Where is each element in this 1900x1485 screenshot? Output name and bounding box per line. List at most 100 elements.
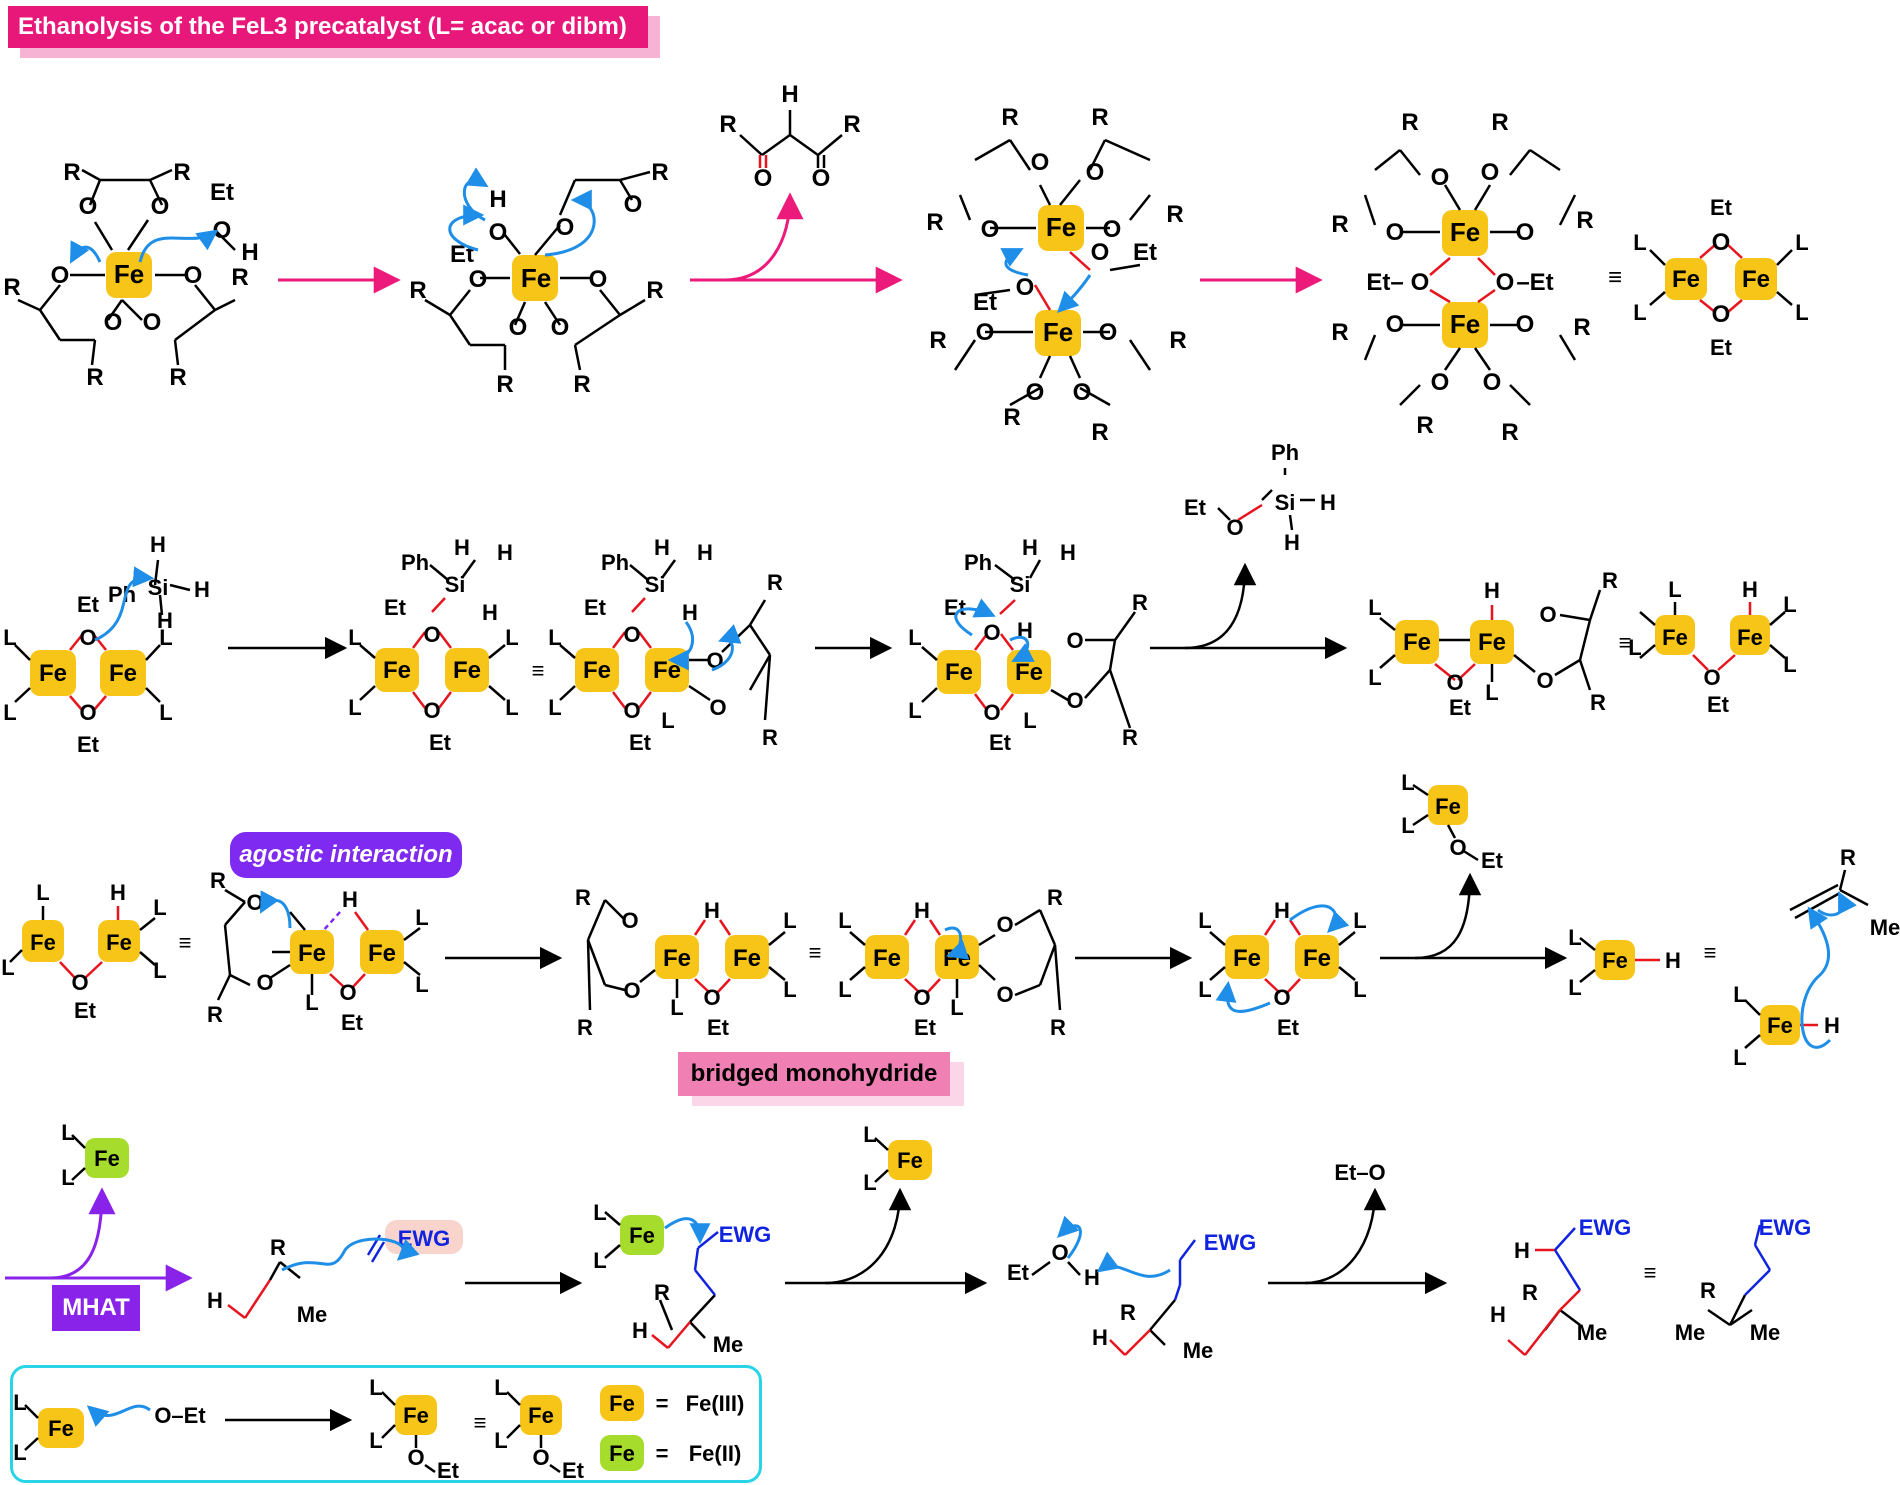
svg-text:H: H: [454, 535, 470, 560]
row3-bridged-hydride-b: Fe Fe H O Et L L L O O R R: [838, 885, 1066, 1040]
legend-fe2-swatch: [600, 1435, 644, 1471]
svg-text:L: L: [1783, 592, 1796, 617]
svg-text:Et: Et: [77, 732, 100, 757]
svg-text:R: R: [1522, 1280, 1538, 1305]
svg-text:H: H: [1320, 490, 1336, 515]
svg-text:O: O: [407, 1445, 424, 1470]
svg-text:H: H: [1274, 898, 1290, 923]
row1-bridged-dimer: Fe Fe O O Et– –Et O O O O O O O O R R R …: [1331, 109, 1593, 446]
svg-text:O: O: [913, 985, 930, 1010]
svg-text:O: O: [1016, 274, 1035, 301]
svg-text:H: H: [482, 600, 498, 625]
svg-text:L: L: [153, 958, 166, 983]
row3-bridged-hydride-a: Fe Fe H O Et L O O R R L L: [575, 885, 797, 1040]
svg-text:–Et: –Et: [1516, 269, 1553, 296]
page-title: Ethanolysis of the FeL3 precatalyst (L= …: [18, 13, 627, 40]
svg-text:L: L: [1668, 577, 1681, 602]
svg-text:L: L: [548, 695, 561, 720]
svg-text:Fe: Fe: [109, 660, 137, 687]
svg-text:R: R: [496, 371, 513, 398]
svg-text:Me: Me: [713, 1332, 744, 1357]
svg-text:O: O: [532, 1445, 549, 1470]
fe3-highlight: [512, 255, 558, 301]
svg-text:Ph: Ph: [601, 550, 629, 575]
svg-text:R: R: [1416, 412, 1433, 439]
svg-text:R: R: [1491, 109, 1508, 136]
svg-text:L: L: [369, 1375, 382, 1400]
svg-text:H: H: [914, 898, 930, 923]
svg-text:Et: Et: [914, 1015, 937, 1040]
svg-text:H: H: [682, 600, 698, 625]
svg-text:L: L: [783, 908, 796, 933]
svg-text:H: H: [110, 880, 126, 905]
svg-text:Fe: Fe: [1450, 217, 1480, 247]
row1-ethoxy-dimer: Fe Fe O Et O Et O O O O O O O O R R R R …: [926, 104, 1186, 446]
svg-text:L: L: [1198, 977, 1211, 1002]
svg-text:Fe: Fe: [873, 945, 901, 972]
svg-text:Et: Et: [77, 592, 100, 617]
svg-text:Fe: Fe: [1403, 629, 1431, 656]
svg-text:L: L: [908, 698, 921, 723]
svg-text:Fe: Fe: [663, 945, 691, 972]
svg-text:L: L: [505, 625, 518, 650]
svg-text:L: L: [494, 1375, 507, 1400]
svg-text:O: O: [1086, 159, 1105, 186]
svg-text:Fe: Fe: [897, 1148, 923, 1173]
svg-text:R: R: [210, 868, 226, 893]
svg-text:R: R: [1050, 1015, 1066, 1040]
svg-text:O: O: [71, 970, 88, 995]
svg-text:L: L: [1353, 977, 1366, 1002]
svg-text:H: H: [1092, 1325, 1108, 1350]
svg-text:Ph: Ph: [401, 550, 429, 575]
svg-text:EWG: EWG: [1204, 1230, 1257, 1255]
svg-text:H: H: [697, 540, 713, 565]
svg-text:H: H: [150, 532, 166, 557]
svg-text:L: L: [494, 1428, 507, 1453]
svg-text:Fe(III): Fe(III): [686, 1391, 745, 1416]
svg-text:O: O: [151, 193, 170, 220]
svg-text:L: L: [661, 708, 674, 733]
svg-text:Fe: Fe: [1737, 625, 1763, 650]
svg-text:≡: ≡: [179, 930, 192, 955]
legend-scheme: Fe L L O–Et Fe L L O Et ≡ Fe L L O Et Fe…: [13, 1375, 744, 1483]
svg-text:L: L: [838, 977, 851, 1002]
legend-fe3-swatch: [600, 1385, 644, 1421]
svg-text:O: O: [509, 314, 528, 341]
svg-text:Fe: Fe: [1435, 794, 1461, 819]
svg-text:O: O: [469, 266, 488, 293]
svg-text:O: O: [1073, 379, 1092, 406]
svg-text:Fe: Fe: [383, 657, 411, 684]
svg-text:L: L: [369, 1428, 382, 1453]
svg-text:Et–: Et–: [1366, 269, 1403, 296]
svg-text:R: R: [575, 885, 591, 910]
svg-text:O: O: [1449, 835, 1466, 860]
svg-text:L: L: [61, 1120, 74, 1145]
svg-text:O: O: [1496, 269, 1515, 296]
svg-text:L: L: [1023, 708, 1036, 733]
svg-text:L: L: [1, 955, 14, 980]
svg-text:O: O: [246, 890, 263, 915]
svg-text:Fe: Fe: [1046, 212, 1076, 242]
svg-text:R: R: [1840, 845, 1856, 870]
svg-text:R: R: [1331, 211, 1348, 238]
svg-text:R: R: [169, 364, 186, 391]
svg-text:H: H: [1490, 1302, 1506, 1327]
svg-text:O: O: [1516, 311, 1535, 338]
svg-text:O: O: [489, 219, 508, 246]
svg-text:Et: Et: [384, 595, 407, 620]
svg-text:O: O: [1273, 985, 1290, 1010]
svg-text:L: L: [1485, 680, 1498, 705]
svg-text:R: R: [173, 159, 190, 186]
svg-text:R: R: [651, 159, 668, 186]
svg-text:R: R: [1573, 314, 1590, 341]
row4-final-product: EWG R Me Me: [1675, 1215, 1812, 1345]
svg-text:L: L: [950, 995, 963, 1020]
row4-fe2-radical: Fe L L: [61, 1120, 129, 1190]
svg-text:=: =: [656, 1391, 669, 1416]
svg-text:R: R: [409, 277, 426, 304]
svg-text:Fe: Fe: [609, 1391, 635, 1416]
svg-text:O: O: [703, 985, 720, 1010]
svg-text:R: R: [1169, 327, 1186, 354]
row3-split-arrow: [1380, 872, 1568, 970]
